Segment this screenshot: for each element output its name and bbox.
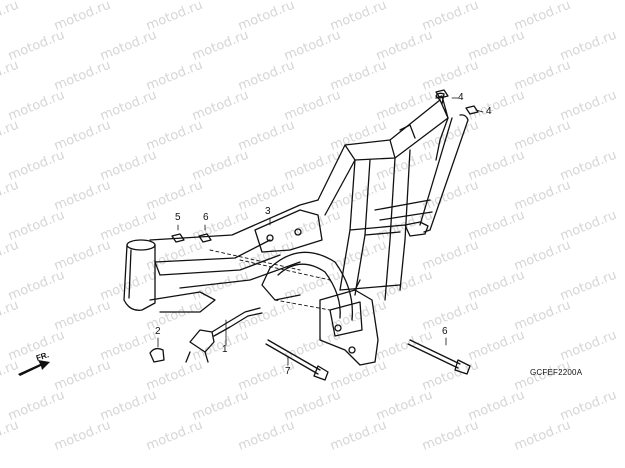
callout-1: 1 — [222, 344, 228, 355]
main-tube — [149, 199, 319, 313]
callout-6a: 5 — [175, 212, 181, 223]
callout-4b: 4 — [486, 106, 492, 117]
callout-2: 2 — [155, 326, 161, 337]
front-direction-arrow — [18, 360, 50, 376]
cable-1 — [185, 307, 263, 363]
head-pipe — [123, 239, 156, 311]
footrest-bracket — [404, 221, 429, 237]
pivot-plate — [319, 279, 379, 366]
engine-mount — [261, 251, 354, 321]
callout-4a: 4 — [458, 92, 464, 103]
clip-2 — [149, 347, 165, 363]
bolt-7 — [265, 339, 329, 381]
callout-3: 3 — [265, 206, 271, 217]
nut-6a — [171, 233, 185, 243]
nut-6b — [198, 233, 212, 243]
leader-lines — [157, 97, 484, 366]
nut-4a — [435, 89, 449, 99]
rear-rails — [374, 92, 469, 233]
callout-7: 7 — [285, 366, 291, 377]
gusset-plate — [254, 209, 323, 253]
bolt-5 — [407, 339, 471, 375]
callout-5: 6 — [442, 326, 448, 337]
rear-frame — [317, 95, 449, 301]
guide-lines — [209, 249, 331, 311]
nut-4b — [465, 105, 479, 115]
callout-6b: 6 — [203, 212, 209, 223]
diagram-code: GCFEF2200A — [530, 368, 583, 377]
